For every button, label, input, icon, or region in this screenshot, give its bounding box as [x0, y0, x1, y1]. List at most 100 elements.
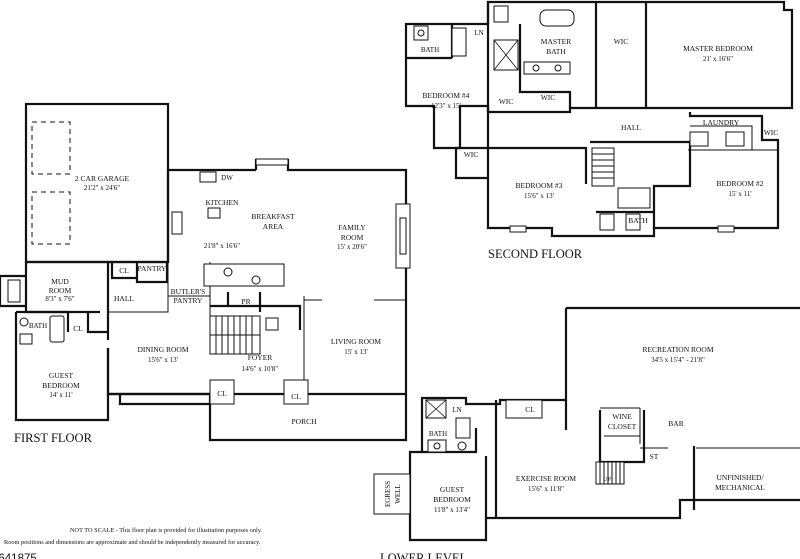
island-counter — [203, 263, 285, 287]
dining-room-dim: 15'6" x 13' — [148, 356, 178, 364]
foyer-dim: 14'6" x 10'8" — [242, 365, 278, 373]
hall-label: HALL — [114, 294, 134, 303]
wic-right-label: WIC — [764, 128, 779, 137]
powder-room-label: PR — [241, 297, 250, 306]
powder-room-walls — [210, 292, 302, 330]
wine-bar-walls — [600, 407, 800, 449]
sink-icon — [19, 333, 33, 345]
bedroom2-label: BEDROOM #2 — [717, 179, 764, 188]
listing-id: 4641875 — [0, 553, 37, 559]
bath-sink-basin-icon — [417, 29, 425, 37]
lower-ln-label: LN — [452, 406, 461, 414]
egress-label-2: WELL — [394, 484, 402, 503]
wine-closet-label-2: CLOSET — [608, 422, 637, 431]
lower-bath-label: BATH — [429, 430, 447, 438]
fireplace-hearth — [399, 217, 407, 255]
lower-toilet-icon — [457, 441, 467, 451]
second-floor-stairs — [591, 147, 615, 187]
recreation-room-label: RECREATION ROOM — [642, 345, 713, 354]
egress-label-1: EGRESS — [384, 481, 392, 507]
bedroom3-dim: 15'6" x 13' — [524, 192, 554, 200]
island-sink-icon — [207, 207, 221, 219]
laundry-walls — [688, 125, 778, 151]
shower-icon — [451, 27, 467, 57]
dining-room-label: DINING ROOM — [137, 345, 188, 354]
garage-label: 2 CAR GARAGE — [75, 174, 130, 183]
vanity-sink-icon — [532, 64, 540, 72]
storage-label: ST — [650, 452, 659, 461]
first-floor-plan: 2 CAR GARAGE 21'2" x 24'6" KITCHEN 21'8"… — [0, 102, 411, 445]
bath-tub-icon — [617, 187, 651, 209]
foyer-closet-left — [209, 379, 235, 405]
lower-level-stairs: UP — [595, 461, 625, 485]
washer-icon — [689, 131, 709, 147]
bedroom-hall-walls — [454, 140, 692, 228]
cooktop-burner-icon — [223, 267, 233, 277]
bath-sink-icon — [599, 213, 615, 231]
foyer-label: FOYER — [248, 353, 273, 362]
wic-top-label: WIC — [614, 37, 629, 46]
second-floor-plan: BATH LN MASTER BATH WIC MASTER BEDROOM 2… — [404, 0, 794, 261]
lower-guest-label-1: GUEST — [440, 485, 465, 494]
lower-level-inner-walls — [422, 400, 696, 518]
lower-shower-icon — [455, 417, 471, 439]
toilet-icon — [19, 317, 29, 327]
wic-b4-label: WIC — [499, 97, 514, 106]
powder-toilet-icon — [265, 317, 279, 331]
egress-well — [373, 473, 411, 515]
window-icon — [717, 225, 735, 233]
bedroom3-label: BEDROOM #3 — [516, 181, 563, 190]
disclaimer-line-1: NOT TO SCALE - This floor plan is provid… — [70, 527, 262, 534]
exercise-room-label: EXERCISE ROOM — [516, 474, 577, 483]
lower-guest-dim: 11'8" x 13'4" — [434, 506, 470, 514]
guest-bedroom-label-2: BEDROOM — [42, 381, 80, 390]
bedroom4-label: BEDROOM #4 — [423, 91, 470, 100]
kitchen-label: KITCHEN — [206, 198, 239, 207]
wic-b3-label: WIC — [464, 150, 479, 159]
foyer-closet-right — [283, 379, 309, 405]
guest-bedroom-label-1: GUEST — [49, 371, 74, 380]
dining-porch-walls — [106, 348, 408, 442]
foyer-closet-right-label: CL — [291, 392, 301, 401]
bedroom4-dim: 12'3" x 15' — [431, 102, 461, 110]
recreation-room-dim: 34'5 x 15'4" - 21'8" — [651, 356, 705, 364]
bedroom2-dim: 15' x 11' — [728, 190, 751, 198]
second-upper-walls — [404, 0, 794, 150]
guest-bedroom-walls — [14, 310, 110, 422]
master-tub-icon — [539, 9, 575, 27]
second-lower-walls — [486, 110, 780, 238]
tub-icon — [49, 315, 65, 343]
foyer-closet-left-label: CL — [217, 389, 227, 398]
range-icon — [171, 211, 183, 235]
garage-dim: 21'2" x 24'6" — [84, 184, 120, 192]
master-bedroom-label: MASTER BEDROOM — [683, 44, 753, 53]
master-bedroom-dim: 21' x 16'6" — [703, 55, 733, 63]
laundry-label: LAUNDRY — [703, 118, 740, 127]
mud-closet-label: CL — [119, 266, 129, 275]
lower-sink-basin-icon — [433, 442, 441, 450]
unfinished-label-1: UNFINISHED/ — [716, 473, 764, 482]
master-suite-walls — [406, 2, 648, 112]
butlers-label-1: BUTLER'S — [171, 287, 206, 296]
master-bath-label-2: BATH — [546, 47, 566, 56]
living-room-dim: 15' x 13' — [344, 348, 368, 356]
first-bath-closet-label: CL — [73, 324, 83, 333]
second-bath-left-label: BATH — [421, 46, 439, 54]
mud-bench — [7, 279, 21, 303]
bar-label: BAR — [668, 419, 683, 428]
unfinished-label-2: MECHANICAL — [715, 483, 765, 492]
window-icon — [509, 225, 527, 233]
wine-closet-label-1: WINE — [612, 412, 632, 421]
lower-level-title: LOWER LEVEL — [380, 551, 467, 559]
breakfast-label-1: BREAKFAST — [251, 212, 295, 221]
family-room-label-2: ROOM — [341, 233, 364, 242]
lower-closet — [505, 399, 543, 419]
second-floor-title: SECOND FLOOR — [488, 247, 583, 261]
stair-up-label: UP — [603, 476, 612, 483]
second-ln-label: LN — [474, 29, 483, 37]
butlers-label-2: PANTRY — [174, 296, 203, 305]
pantry-label: PANTRY — [138, 264, 167, 273]
garage-door-swing-upper — [31, 121, 71, 175]
vanity-sink-icon — [554, 64, 562, 72]
master-vanity — [523, 61, 571, 75]
